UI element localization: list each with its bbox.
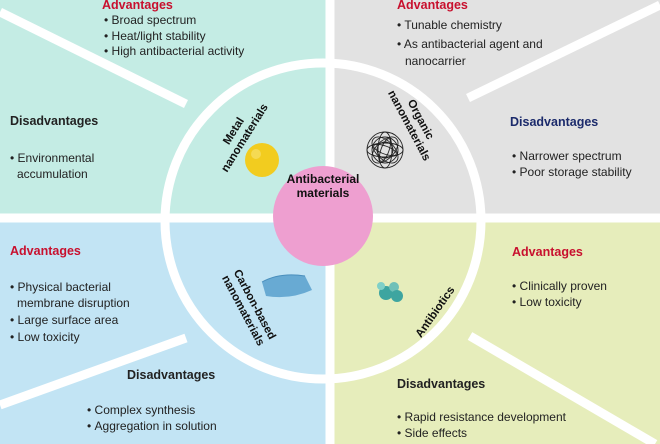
- divider-diagonal-bottom-left: [0, 333, 188, 410]
- carbon-disadvantages-title: Disadvantages: [127, 368, 216, 382]
- inner-ring: [160, 58, 486, 384]
- organic-disadvantages-title: Disadvantages: [510, 115, 599, 129]
- list-item: Heat/light stability: [104, 29, 244, 45]
- carbon-advantages-title: Advantages: [10, 244, 81, 258]
- antibiotics-advantages-list: Clinically proven Low toxicity: [512, 279, 607, 310]
- divider-diagonal-top-right: [466, 0, 660, 103]
- quadrant-antibiotics-bg: [330, 222, 660, 444]
- list-item: Rapid resistance development: [397, 410, 566, 426]
- center-circle: [273, 166, 373, 266]
- organic-nanoparticle-icon: [366, 131, 404, 169]
- list-item: Clinically proven: [512, 279, 607, 295]
- carbon-advantage-2: • Large surface area: [10, 313, 119, 327]
- carbon-advantage-3: • Low toxicity: [10, 330, 80, 344]
- center-label-line1: Antibacterial: [286, 172, 360, 186]
- metal-disadvantages-title: Disadvantages: [10, 114, 99, 128]
- organic-advantage-1: • Tunable chemistry: [397, 18, 502, 32]
- antibiotics-advantages-title: Advantages: [512, 245, 583, 259]
- carbon-advantage-1-cont: membrane disruption: [17, 296, 130, 310]
- list-item: Poor storage stability: [512, 165, 632, 181]
- carbon-advantage-1: • Physical bacterial: [10, 280, 111, 294]
- organic-advantage-2: • As antibacterial agent and: [397, 37, 543, 51]
- list-item: High antibacterial activity: [104, 44, 245, 60]
- metal-nanoparticle-icon: [245, 143, 279, 177]
- antibiotic-molecule-icon: [377, 282, 403, 302]
- antibiotics-disadvantages-list: Rapid resistance development Side effect…: [397, 410, 566, 441]
- quadrant-organic-bg: [330, 0, 660, 222]
- list-item: Narrower spectrum: [512, 149, 632, 165]
- organic-advantages-title: Advantages: [397, 0, 468, 12]
- list-item: Broad spectrum: [104, 13, 244, 29]
- organic-disadvantages-list: Narrower spectrum Poor storage stability: [512, 149, 632, 180]
- center-label-line2: materials: [296, 186, 350, 200]
- metal-disadvantage-line2: accumulation: [17, 167, 88, 181]
- list-item: Low toxicity: [512, 295, 607, 311]
- center-label: Antibacterial materials: [275, 172, 371, 200]
- carbon-sheet-icon: [261, 274, 312, 298]
- carbon-disadvantages-list: Complex synthesis Aggregation in solutio…: [87, 403, 217, 434]
- antibiotics-disadvantages-title: Disadvantages: [397, 377, 486, 391]
- list-item: Aggregation in solution: [87, 419, 217, 435]
- divider-diagonal-top-left: [0, 7, 188, 109]
- divider-diagonal-bottom-right: [467, 332, 658, 444]
- list-item: Side effects: [397, 426, 566, 442]
- list-item: Complex synthesis: [87, 403, 217, 419]
- metal-disadvantage-line1: • Environmental: [10, 151, 95, 165]
- metal-advantages-list: Broad spectrum Heat/light stability High…: [104, 13, 245, 60]
- metal-advantages-title: Advantages: [102, 0, 173, 12]
- organic-advantage-2-cont: nanocarrier: [405, 54, 466, 68]
